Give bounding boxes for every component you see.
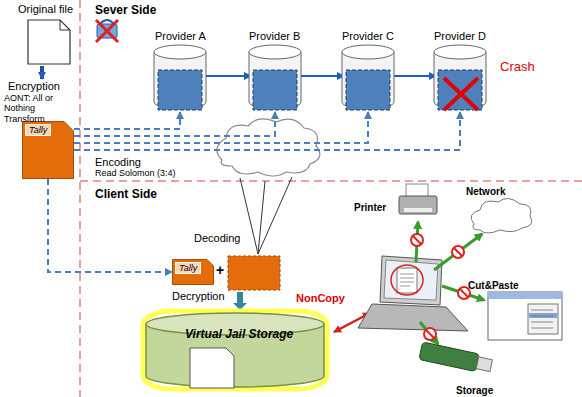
jail-shape	[140, 308, 330, 392]
encryption-arrow	[40, 66, 44, 79]
dashed-connector	[48, 179, 172, 272]
note-label: AONT: All or Nothing Transform	[4, 93, 78, 124]
step-label: Encoding	[95, 156, 141, 169]
dashed-connector	[74, 112, 368, 143]
node-text: Virtual Jail Storage	[185, 328, 293, 342]
noncopy-label: NonCopy	[296, 292, 345, 305]
node-text: Cut&Paste	[468, 280, 519, 292]
plus-sign: +	[216, 262, 224, 278]
server-icon	[96, 20, 118, 42]
cyl-shape	[420, 30, 500, 112]
virtual-jail-storage: Virtual Jail Storage	[140, 308, 330, 392]
provider-cylinder: Provider A	[140, 30, 220, 112]
network-label: Network	[466, 181, 505, 199]
side-separator	[79, 0, 81, 397]
window-icon	[488, 292, 562, 340]
node-text: Provider A	[155, 30, 206, 43]
node-text: Provider C	[342, 30, 394, 43]
node-text: Provider B	[249, 30, 300, 43]
storage-label: Storage	[456, 380, 493, 397]
decoded-block	[228, 256, 280, 290]
node-text: Tally	[175, 262, 201, 274]
provider-cylinder: Provider B	[235, 30, 315, 112]
laptop	[358, 256, 468, 331]
dashed-connector	[74, 112, 460, 150]
region-label: Sever Side	[95, 4, 156, 18]
step-label: Decoding	[194, 232, 240, 245]
tally-file: Tally	[172, 259, 214, 285]
note-label: Read Solomon (3:4)	[95, 168, 176, 178]
step-label: Encryption	[8, 80, 60, 93]
printer-icon	[399, 184, 437, 214]
step-label: Decryption	[172, 290, 225, 303]
node-text: Storage	[456, 385, 493, 397]
node-text: Printer	[354, 202, 386, 214]
replication-arrows	[204, 75, 436, 77]
cyl-shape	[328, 30, 408, 112]
side-separator	[80, 180, 582, 182]
node-text: Original file	[18, 3, 73, 16]
dashed-connector	[74, 112, 180, 129]
decoding-lines	[240, 177, 292, 254]
cut-paste-label: Cut&Paste	[468, 275, 519, 293]
node-text: Network	[466, 186, 505, 198]
printer-label: Printer	[354, 197, 386, 215]
cloud	[217, 119, 320, 176]
encrypted-file: Tally	[22, 121, 74, 179]
no-sign	[411, 234, 470, 340]
crash-label: Crash	[500, 60, 535, 75]
usb-storage-icon	[419, 342, 493, 375]
original-file: Original file	[14, 3, 78, 65]
provider-cylinder: Provider D	[420, 30, 500, 112]
provider-cylinder: Provider C	[328, 30, 408, 112]
region-label: Client Side	[95, 188, 157, 202]
network-cloud	[471, 198, 532, 233]
cyl-shape	[140, 30, 220, 112]
node-text: Tally	[25, 124, 51, 136]
node-text: Provider D	[434, 30, 486, 43]
cyl-shape	[235, 30, 315, 112]
dashed-connector	[74, 112, 275, 136]
